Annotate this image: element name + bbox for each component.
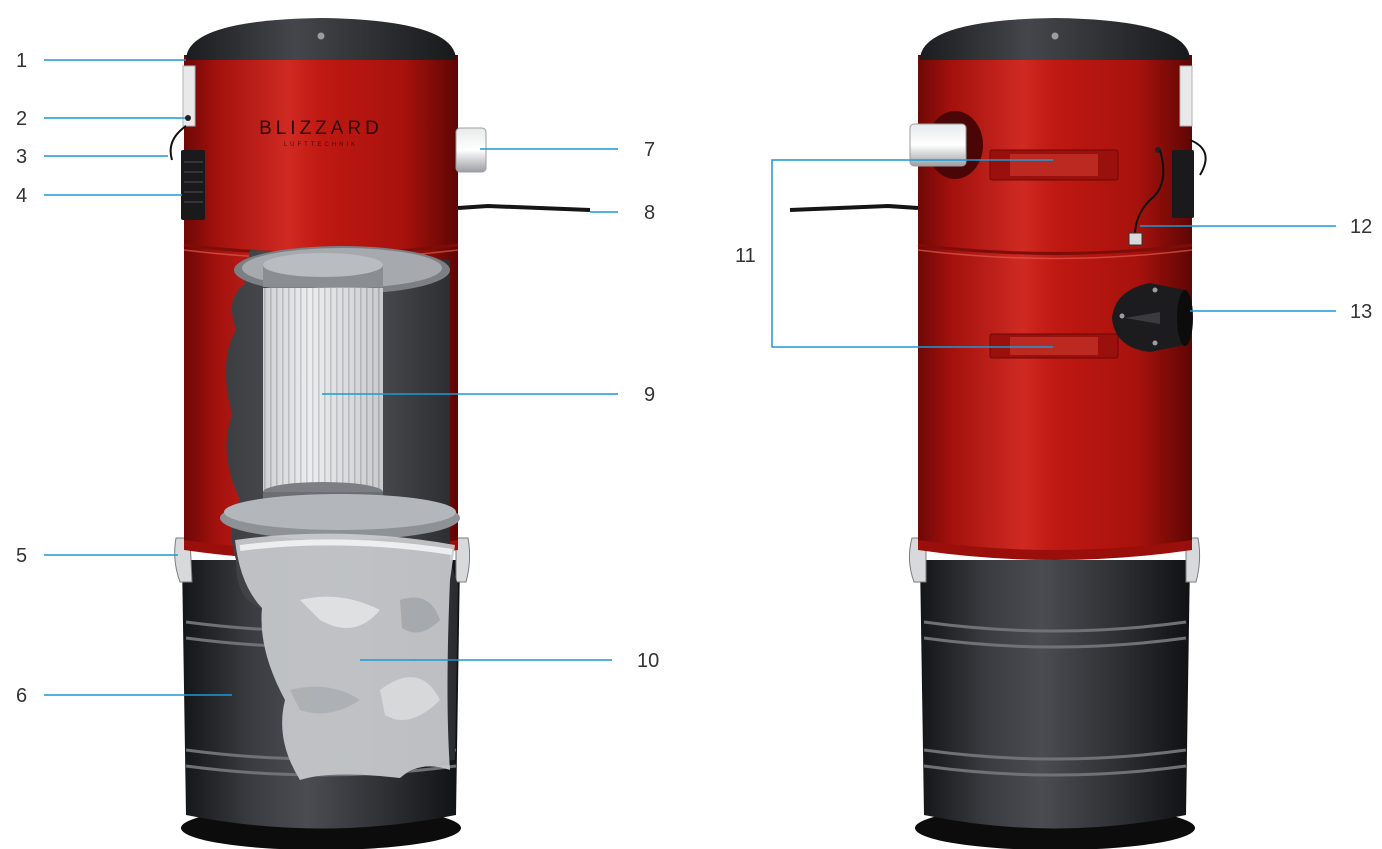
left-power-cord-loop (169, 125, 187, 161)
left-low-voltage-connector (185, 115, 191, 121)
left-electrical-box (181, 150, 205, 220)
callout-13: 13 (1350, 301, 1372, 323)
callout-3: 3 (16, 146, 27, 168)
right-electrical-box (1172, 150, 1194, 218)
callout-labels: 1 2 3 4 5 6 7 8 9 10 11 12 13 (16, 50, 1372, 707)
low-voltage-terminal (1128, 232, 1143, 246)
left-unit: BLIZZARD LUFTTECHNIK (169, 18, 591, 849)
right-intake-pipe (909, 123, 967, 167)
callout-11: 11 (735, 245, 756, 267)
right-motor-body (918, 55, 1192, 557)
callout-6: 6 (16, 685, 27, 707)
callout-12: 12 (1350, 216, 1372, 238)
callout-8: 8 (644, 202, 655, 224)
right-unit (789, 18, 1207, 849)
left-power-cord (457, 203, 591, 212)
callout-4: 4 (16, 185, 27, 207)
left-intake-pipe (455, 127, 487, 173)
low-voltage-wire (1134, 149, 1165, 236)
callout-5: 5 (16, 545, 27, 567)
callout-10: 10 (637, 650, 659, 672)
callout-9: 9 (644, 384, 655, 406)
left-brand-tagline: LUFTTECHNIK (284, 142, 358, 148)
leader-lines (44, 59, 1336, 696)
right-dirt-canister (920, 560, 1190, 829)
callout-1: 1 (16, 50, 27, 72)
callout-2: 2 (16, 108, 27, 130)
left-side-plate (182, 65, 196, 127)
left-brand-name: BLIZZARD (259, 118, 383, 139)
leader-line-11 (771, 159, 1053, 348)
callout-7: 7 (644, 139, 655, 161)
right-power-cord (789, 203, 919, 212)
